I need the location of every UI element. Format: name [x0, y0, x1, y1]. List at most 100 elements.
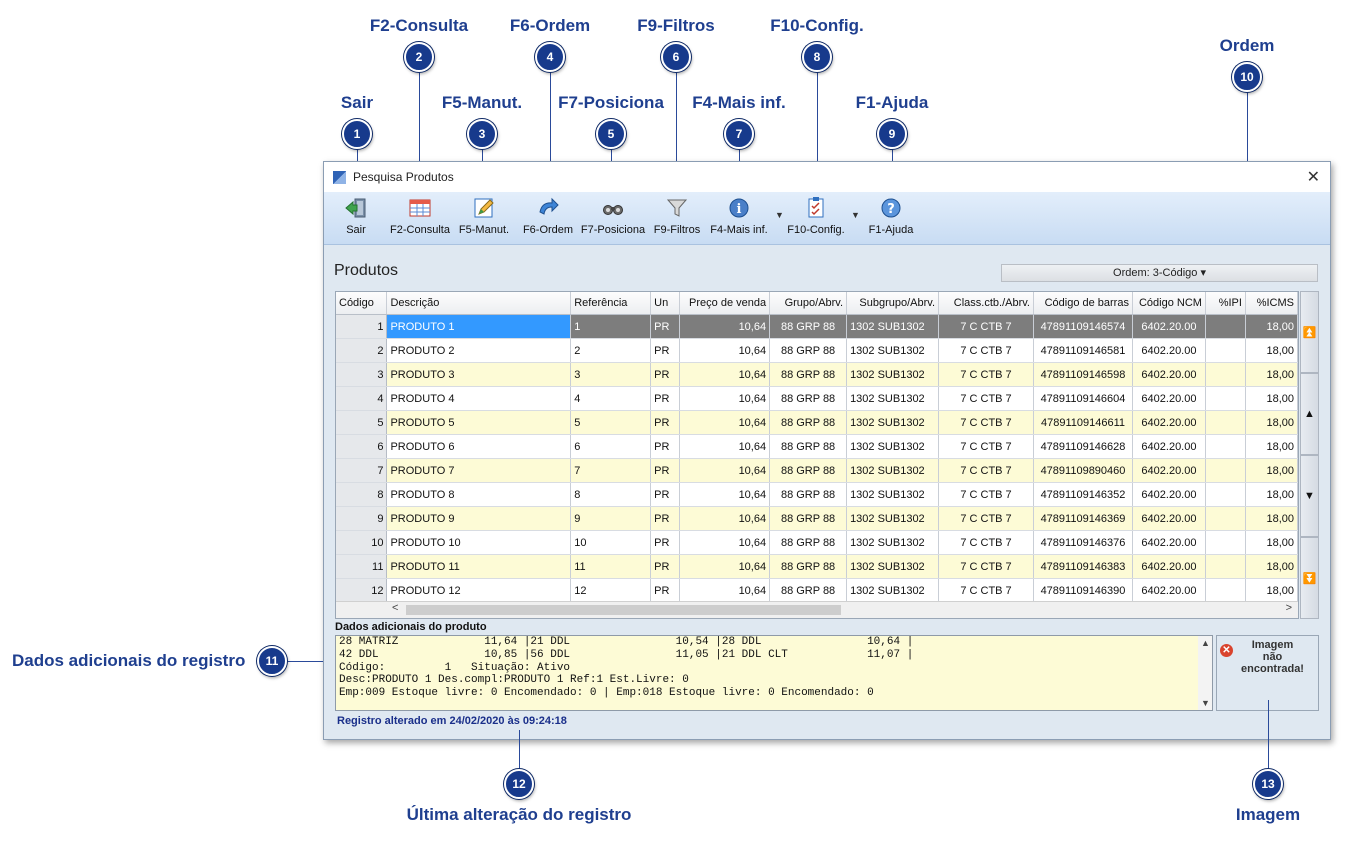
table-cell[interactable]: 6	[570, 434, 652, 459]
table-cell[interactable]: PR	[650, 458, 681, 483]
table-cell[interactable]: 47891109146581	[1033, 338, 1133, 363]
table-cell[interactable]: PR	[650, 362, 681, 387]
table-cell[interactable]: 7 C CTB 7	[938, 530, 1034, 555]
table-cell[interactable]: 7 C CTB 7	[938, 386, 1034, 411]
column-header[interactable]: Subgrupo/Abrv.	[846, 292, 940, 315]
table-cell[interactable]: PRODUTO 4	[386, 386, 572, 411]
table-cell[interactable]	[1205, 506, 1246, 531]
table-cell[interactable]: PRODUTO 10	[386, 530, 572, 555]
table-cell[interactable]: 6402.20.00	[1132, 338, 1206, 363]
table-cell[interactable]: 1302 SUB1302	[846, 386, 940, 411]
table-cell[interactable]: PRODUTO 11	[386, 554, 572, 579]
table-cell[interactable]: 3	[570, 362, 652, 387]
table-cell[interactable]: 47891109146628	[1033, 434, 1133, 459]
table-cell[interactable]: 47891109146369	[1033, 506, 1133, 531]
manut-button[interactable]: F5-Manut.	[457, 196, 511, 240]
column-header[interactable]: Class.ctb./Abrv.	[938, 292, 1034, 315]
table-cell[interactable]: 18,00	[1245, 314, 1298, 339]
table-cell[interactable]: 12	[336, 578, 388, 603]
table-cell[interactable]: 4	[570, 386, 652, 411]
table-cell[interactable]: 1302 SUB1302	[846, 482, 940, 507]
table-cell[interactable]: PR	[650, 314, 681, 339]
table-cell[interactable]: 10,64	[679, 482, 771, 507]
table-cell[interactable]: 7 C CTB 7	[938, 338, 1034, 363]
consulta-button[interactable]: F2-Consulta	[388, 196, 452, 240]
table-cell[interactable]: PRODUTO 8	[386, 482, 572, 507]
table-cell[interactable]: 47891109146390	[1033, 578, 1133, 603]
table-cell[interactable]	[1205, 314, 1246, 339]
extra-data-memo[interactable]: 28 MATRIZ 11,64 |21 DDL 10,54 |28 DDL 10…	[335, 635, 1213, 711]
table-cell[interactable]	[1205, 554, 1246, 579]
table-cell[interactable]: 6402.20.00	[1132, 506, 1206, 531]
table-cell[interactable]: 18,00	[1245, 410, 1298, 435]
filtros-button[interactable]: F9-Filtros	[652, 196, 702, 240]
close-icon[interactable]: ✕	[1306, 169, 1320, 186]
table-cell[interactable]: 1302 SUB1302	[846, 554, 940, 579]
table-cell[interactable]: 3	[336, 362, 388, 387]
table-cell[interactable]: 9	[336, 506, 388, 531]
table-cell[interactable]: PR	[650, 506, 681, 531]
table-cell[interactable]: 5	[336, 410, 388, 435]
column-header[interactable]: Referência	[570, 292, 652, 315]
table-cell[interactable]: 47891109890460	[1033, 458, 1133, 483]
table-cell[interactable]: 10,64	[679, 338, 771, 363]
table-cell[interactable]: 1302 SUB1302	[846, 314, 940, 339]
table-cell[interactable]: 18,00	[1245, 530, 1298, 555]
table-cell[interactable]: 7	[570, 458, 652, 483]
order-select[interactable]: Ordem: 3-Código ▾	[1001, 264, 1318, 282]
table-cell[interactable]: 6402.20.00	[1132, 410, 1206, 435]
table-cell[interactable]: 88 GRP 88	[769, 578, 848, 603]
table-cell[interactable]: 8	[336, 482, 388, 507]
table-cell[interactable]: 6402.20.00	[1132, 554, 1206, 579]
table-cell[interactable]: 11	[570, 554, 652, 579]
table-cell[interactable]: 18,00	[1245, 554, 1298, 579]
table-cell[interactable]: 2	[336, 338, 388, 363]
sair-button[interactable]: Sair	[338, 196, 374, 240]
scroll-right-icon[interactable]: >	[1285, 602, 1292, 614]
table-cell[interactable]: 88 GRP 88	[769, 386, 848, 411]
scroll-left-icon[interactable]: <	[392, 602, 399, 614]
table-cell[interactable]: 6402.20.00	[1132, 482, 1206, 507]
table-cell[interactable]: PR	[650, 530, 681, 555]
table-cell[interactable]: 18,00	[1245, 386, 1298, 411]
table-cell[interactable]: 10,64	[679, 554, 771, 579]
table-cell[interactable]: 10,64	[679, 434, 771, 459]
table-cell[interactable]: 7 C CTB 7	[938, 506, 1034, 531]
table-cell[interactable]: 1302 SUB1302	[846, 362, 940, 387]
config-dropdown-arrow-icon[interactable]: ▼	[851, 210, 860, 220]
table-cell[interactable]: 7 C CTB 7	[938, 410, 1034, 435]
table-cell[interactable]: 4	[336, 386, 388, 411]
table-cell[interactable]: 8	[570, 482, 652, 507]
table-cell[interactable]: 1302 SUB1302	[846, 506, 940, 531]
table-cell[interactable]: 6402.20.00	[1132, 530, 1206, 555]
table-cell[interactable]: 18,00	[1245, 482, 1298, 507]
posiciona-button[interactable]: F7-Posiciona	[580, 196, 646, 240]
table-cell[interactable]: 88 GRP 88	[769, 410, 848, 435]
table-cell[interactable]: 88 GRP 88	[769, 530, 848, 555]
table-cell[interactable]: 47891109146352	[1033, 482, 1133, 507]
table-cell[interactable]	[1205, 434, 1246, 459]
table-cell[interactable]: 88 GRP 88	[769, 434, 848, 459]
table-cell[interactable]: 10,64	[679, 362, 771, 387]
table-cell[interactable]: 47891109146376	[1033, 530, 1133, 555]
table-cell[interactable]: 6402.20.00	[1132, 386, 1206, 411]
table-cell[interactable]: 6402.20.00	[1132, 434, 1206, 459]
table-cell[interactable]: 1	[336, 314, 388, 339]
table-cell[interactable]: 18,00	[1245, 434, 1298, 459]
table-cell[interactable]: 7 C CTB 7	[938, 458, 1034, 483]
table-cell[interactable]: PRODUTO 6	[386, 434, 572, 459]
table-cell[interactable]: 88 GRP 88	[769, 482, 848, 507]
table-cell[interactable]: 88 GRP 88	[769, 338, 848, 363]
table-cell[interactable]: 18,00	[1245, 338, 1298, 363]
table-cell[interactable]: 6402.20.00	[1132, 578, 1206, 603]
memo-scrollbar[interactable]: ▲ ▼	[1198, 636, 1212, 710]
table-cell[interactable]: 47891109146604	[1033, 386, 1133, 411]
table-cell[interactable]: 1302 SUB1302	[846, 434, 940, 459]
table-cell[interactable]: PR	[650, 578, 681, 603]
table-cell[interactable]: PRODUTO 7	[386, 458, 572, 483]
